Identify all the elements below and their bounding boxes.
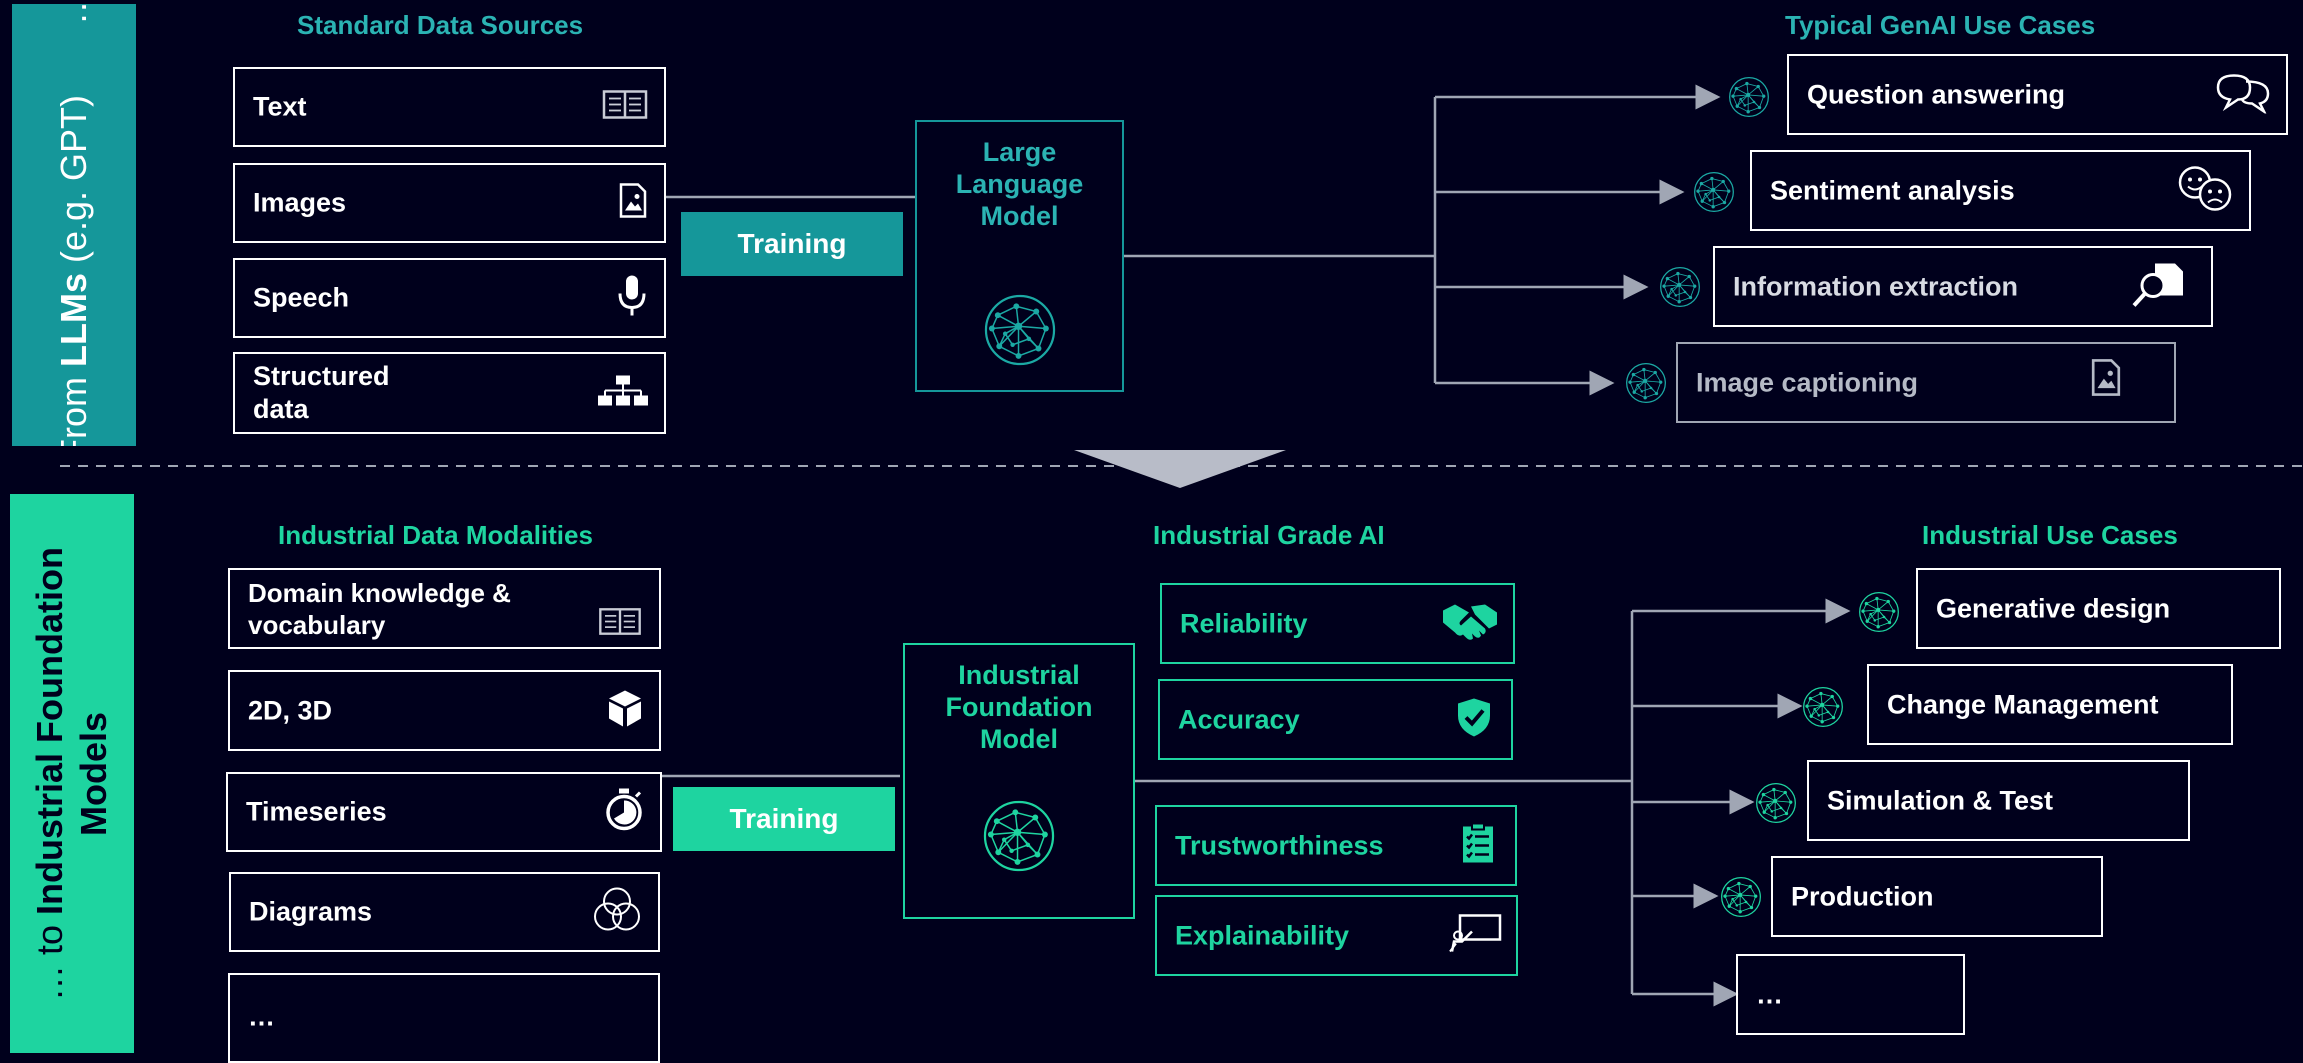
use-case-label: Change Management — [1887, 689, 2159, 719]
source-speech: Speech — [233, 258, 666, 338]
standard-data-sources-header: Standard Data Sources — [297, 10, 584, 40]
image-file-icon — [2090, 358, 2122, 403]
source-images: Images — [233, 163, 666, 243]
modality-diagrams: Diagrams — [229, 872, 660, 952]
industrial-data-modalities-header: Industrial Data Modalities — [278, 520, 593, 550]
neural-globe-icon — [1720, 876, 1762, 918]
use-case-information-extraction: Information extraction — [1713, 246, 2213, 327]
neural-globe-icon — [982, 799, 1056, 873]
use-case-label: Production — [1791, 881, 1934, 911]
industrial-use-case-more: … — [1736, 954, 1965, 1035]
use-case-image-captioning: Image captioning — [1676, 342, 2176, 423]
modality-label: 2D, 3D — [248, 695, 333, 725]
modality-timeseries: Timeseries — [226, 772, 662, 852]
transition-arrow — [1074, 450, 1286, 488]
modality-label: Domain knowledge & vocabulary — [248, 577, 511, 640]
modality-more: … — [228, 973, 660, 1063]
use-case-label: Information extraction — [1733, 271, 2019, 301]
use-case-label: … — [1756, 979, 1783, 1009]
training-label-bottom: Training — [673, 787, 895, 851]
neural-globe-icon — [1802, 686, 1844, 728]
checklist-icon — [1461, 822, 1495, 869]
chat-bubbles-icon — [2216, 71, 2270, 118]
industrial-use-case-production: Production — [1771, 856, 2103, 937]
cube-icon — [607, 688, 643, 733]
neural-globe-icon — [1693, 171, 1735, 213]
grade-explainability: Explainability — [1155, 895, 1518, 976]
presentation-icon — [1446, 913, 1502, 958]
neural-globe-icon — [1728, 76, 1770, 118]
handshake-icon — [1441, 600, 1499, 647]
modality-2d-3d: 2D, 3D — [228, 670, 661, 751]
model-label: Large Language Model — [955, 137, 1084, 231]
microphone-icon — [616, 274, 648, 323]
document-search-icon — [2131, 261, 2185, 312]
book-icon — [602, 89, 648, 126]
model-label: Industrial Foundation Model — [945, 660, 1093, 754]
use-case-question-answering: Question answering — [1787, 54, 2288, 135]
grade-label: Explainability — [1175, 920, 1350, 950]
neural-globe-icon — [983, 293, 1057, 367]
neural-globe-icon — [1755, 782, 1797, 824]
neural-globe-icon — [1858, 591, 1900, 633]
large-language-model-box: Large Language Model — [915, 120, 1124, 392]
hierarchy-icon — [598, 375, 648, 412]
source-label: Text — [253, 91, 307, 122]
grade-label: Trustworthiness — [1175, 830, 1384, 860]
neural-globe-icon — [1659, 266, 1701, 308]
modality-domain-knowledge: Domain knowledge & vocabulary — [228, 568, 661, 649]
shield-check-icon — [1457, 697, 1491, 742]
grade-label: Accuracy — [1178, 704, 1300, 734]
training-label-top: Training — [681, 212, 903, 276]
source-label: Structured data — [253, 361, 390, 424]
neural-globe-icon — [1625, 362, 1667, 404]
source-label: Speech — [253, 282, 350, 313]
industrial-grade-ai-header: Industrial Grade AI — [1153, 520, 1385, 550]
image-file-icon — [618, 183, 648, 224]
grade-accuracy: Accuracy — [1158, 679, 1513, 760]
typical-genai-use-cases-header: Typical GenAI Use Cases — [1785, 10, 2096, 40]
industrial-use-case-simulation-test: Simulation & Test — [1807, 760, 2190, 841]
venn-diagram-icon — [592, 887, 642, 938]
use-case-label: Question answering — [1807, 79, 2066, 109]
stopwatch-icon — [604, 788, 644, 837]
use-case-label: Sentiment analysis — [1770, 175, 2015, 205]
grade-label: Reliability — [1180, 608, 1308, 638]
use-case-label: Simulation & Test — [1827, 785, 2054, 815]
book-icon — [597, 607, 643, 642]
grade-trustworthiness: Trustworthiness — [1155, 805, 1517, 886]
sentiment-faces-icon — [2177, 164, 2233, 217]
use-case-label: Generative design — [1936, 593, 2171, 623]
use-case-sentiment-analysis: Sentiment analysis — [1750, 150, 2251, 231]
industrial-side-banner: … to Industrial Foundation Models — [10, 494, 134, 1053]
grade-reliability: Reliability — [1160, 583, 1515, 664]
industrial-use-cases-header: Industrial Use Cases — [1922, 520, 2178, 550]
modality-label: Timeseries — [246, 796, 387, 827]
source-structured-data: Structured data — [233, 352, 666, 434]
source-label: Images — [253, 187, 347, 218]
industrial-use-case-generative-design: Generative design — [1916, 568, 2281, 649]
industrial-foundation-model-box: Industrial Foundation Model — [903, 643, 1135, 919]
modality-label: … — [248, 1001, 275, 1032]
llm-side-banner: From LLMs (e.g. GPT) … — [12, 4, 136, 446]
modality-label: Diagrams — [249, 896, 373, 927]
industrial-use-case-change-management: Change Management — [1867, 664, 2233, 745]
use-case-label: Image captioning — [1696, 367, 1919, 397]
source-text: Text — [233, 67, 666, 147]
